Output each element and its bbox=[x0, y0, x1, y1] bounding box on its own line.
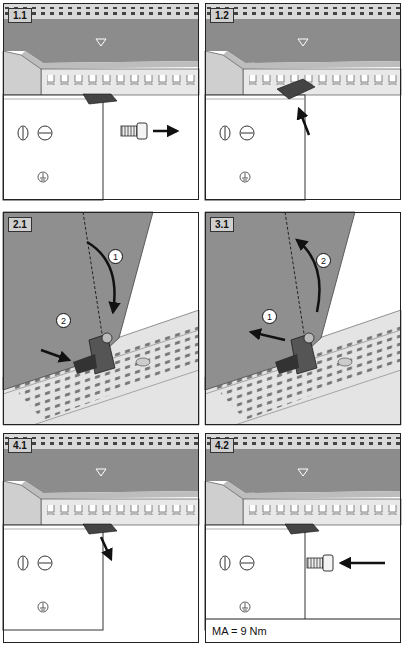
step-panel: 3.1 2 1 bbox=[205, 212, 401, 425]
step-panel: 1.2 bbox=[205, 3, 401, 200]
step-panel: 2.1 1 2 bbox=[3, 212, 199, 425]
step-panel: 4.2 bbox=[205, 433, 401, 643]
torque-note: MA = 9 Nm bbox=[210, 624, 269, 638]
step-number: 4.2 bbox=[210, 438, 234, 453]
callout-number: 2 bbox=[61, 316, 66, 326]
step-panel: 4.1 bbox=[3, 433, 199, 643]
callout-number: 1 bbox=[267, 312, 272, 322]
callout-circle: 1 bbox=[108, 249, 123, 264]
step-number: 2.1 bbox=[8, 217, 32, 232]
callout-circle: 2 bbox=[316, 253, 331, 268]
callout-circle: 2 bbox=[56, 313, 71, 328]
step-number: 1.1 bbox=[8, 8, 32, 23]
step-panel: 1.1 bbox=[3, 3, 199, 200]
callout-circle: 1 bbox=[262, 309, 277, 324]
callout-number: 2 bbox=[321, 256, 326, 266]
step-number: 3.1 bbox=[210, 217, 234, 232]
callout-number: 1 bbox=[113, 252, 118, 262]
step-number: 1.2 bbox=[210, 8, 234, 23]
step-number: 4.1 bbox=[8, 438, 32, 453]
